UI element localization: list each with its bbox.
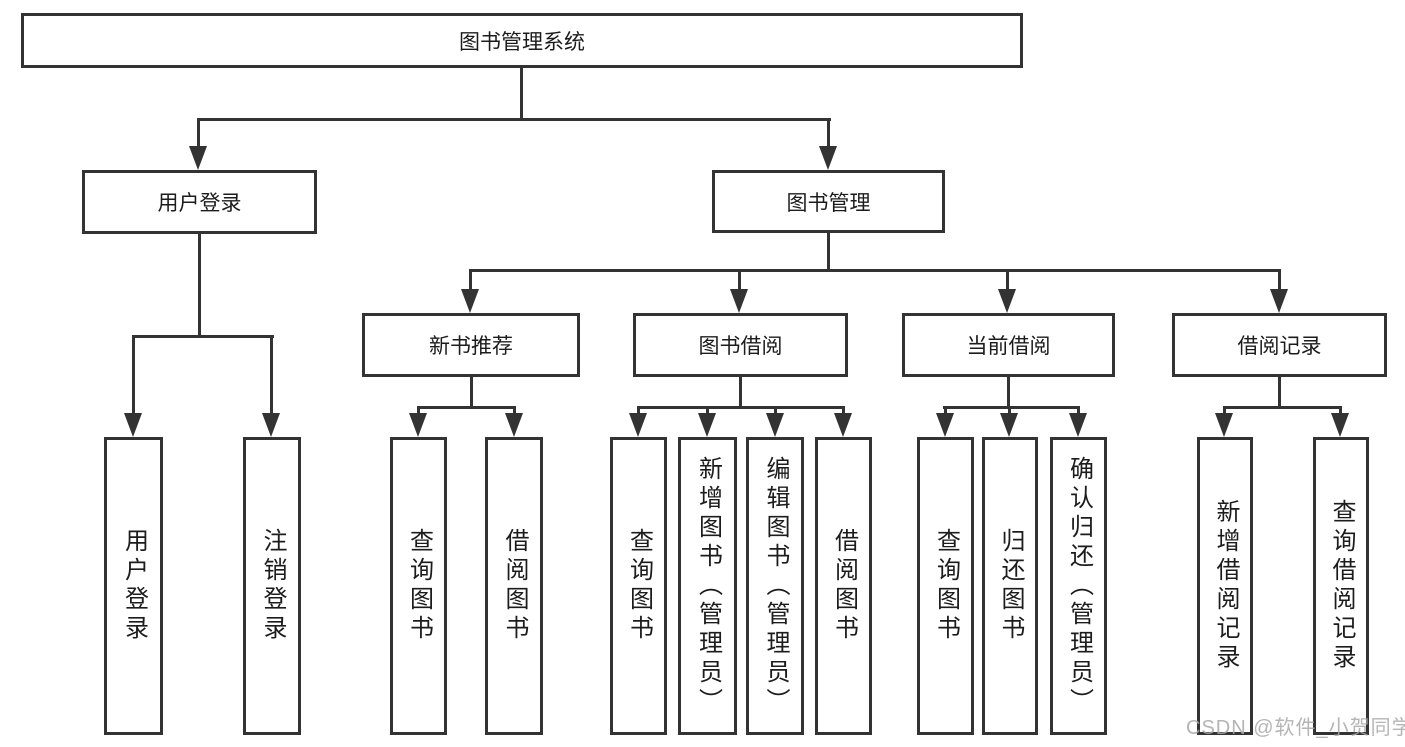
- node-borrowing-records: 借阅记录: [1172, 313, 1387, 377]
- connector-drop-borrowing-records: [1278, 269, 1281, 291]
- arrow-down-icon: [834, 413, 852, 437]
- node-logout-leaf: 注销登录: [243, 437, 301, 735]
- node-borrow-books-borrowing: 借阅图书: [815, 437, 872, 735]
- node-return-books: 归还图书: [982, 437, 1038, 735]
- arrow-down-icon: [262, 413, 280, 437]
- arrow-down-icon: [766, 413, 784, 437]
- arrow-down-icon: [461, 289, 479, 313]
- node-add-borrow-record: 新增借阅记录: [1197, 437, 1253, 735]
- connector-drop-book-borrowing: [738, 269, 741, 291]
- connector-book-borrowing-branch: [637, 406, 845, 409]
- node-query-books-recommend: 查询图书: [390, 437, 447, 735]
- connector-drop-leaf: [774, 406, 777, 415]
- arrow-down-icon: [1000, 413, 1018, 437]
- arrow-down-icon: [1270, 289, 1288, 313]
- node-query-books-current: 查询图书: [917, 437, 974, 735]
- node-book-management: 图书管理: [712, 170, 945, 233]
- connector-drop-leaf: [944, 406, 947, 415]
- node-borrow-books-recommend: 借阅图书: [485, 437, 543, 735]
- connector-drop-leaf: [842, 406, 845, 415]
- connector-drop-leaf: [417, 406, 420, 415]
- connector-current-borrowing-branch: [943, 406, 1080, 409]
- node-new-book-recommend: 新书推荐: [362, 313, 580, 377]
- arrow-down-icon: [189, 146, 207, 170]
- connector-drop-current-borrowing: [1006, 269, 1009, 291]
- connector-drop-logout-leaf: [270, 335, 273, 415]
- node-edit-books-admin: 编辑图书（管理员）: [746, 437, 804, 735]
- connector-drop-book-management: [827, 118, 830, 148]
- connector-drop-user-login: [197, 118, 200, 148]
- connector-root-branch: [197, 118, 831, 121]
- connector-user-login-branch: [132, 335, 274, 338]
- connector-drop-leaf: [637, 406, 640, 415]
- node-user-login-leaf: 用户登录: [104, 437, 163, 735]
- connector-book-management-branch: [469, 269, 1281, 272]
- arrow-down-icon: [1331, 413, 1349, 437]
- arrow-down-icon: [1069, 413, 1087, 437]
- node-book-borrowing: 图书借阅: [633, 313, 848, 377]
- arrow-down-icon: [698, 413, 716, 437]
- connector-drop-login-leaf: [132, 335, 135, 415]
- connector-new-book-branch: [417, 406, 516, 409]
- node-confirm-return-admin: 确认归还（管理员）: [1050, 437, 1107, 735]
- arrow-down-icon: [936, 413, 954, 437]
- connector-new-book-stem: [470, 375, 473, 408]
- arrow-down-icon: [505, 413, 523, 437]
- arrow-down-icon: [124, 413, 142, 437]
- arrow-down-icon: [819, 146, 837, 170]
- connector-user-login-stem: [198, 232, 201, 337]
- arrow-down-icon: [730, 289, 748, 313]
- arrow-down-icon: [998, 289, 1016, 313]
- node-query-books-borrowing: 查询图书: [610, 437, 667, 735]
- connector-borrowing-records-stem: [1278, 375, 1281, 408]
- connector-drop-leaf: [1008, 406, 1011, 415]
- connector-book-borrowing-stem: [739, 375, 742, 408]
- connector-drop-leaf: [1077, 406, 1080, 415]
- connector-drop-leaf: [513, 406, 516, 415]
- node-library-system: 图书管理系统: [21, 13, 1023, 68]
- connector-book-management-stem: [827, 231, 830, 271]
- node-add-books-admin: 新增图书（管理员）: [678, 437, 737, 735]
- csdn-watermark: CSDN @软件_小贺同学: [1186, 717, 1405, 739]
- node-current-borrowing: 当前借阅: [902, 313, 1115, 377]
- connector-drop-leaf: [1339, 406, 1342, 415]
- connector-borrowing-records-branch: [1223, 406, 1342, 409]
- arrow-down-icon: [409, 413, 427, 437]
- connector-root-stem: [520, 66, 523, 121]
- connector-current-borrowing-stem: [1007, 375, 1010, 408]
- arrow-down-icon: [1215, 413, 1233, 437]
- connector-drop-new-book: [469, 269, 472, 291]
- connector-drop-leaf: [1223, 406, 1226, 415]
- connector-drop-leaf: [706, 406, 709, 415]
- node-query-borrow-record: 查询借阅记录: [1313, 437, 1369, 735]
- node-user-login: 用户登录: [82, 170, 317, 234]
- arrow-down-icon: [629, 413, 647, 437]
